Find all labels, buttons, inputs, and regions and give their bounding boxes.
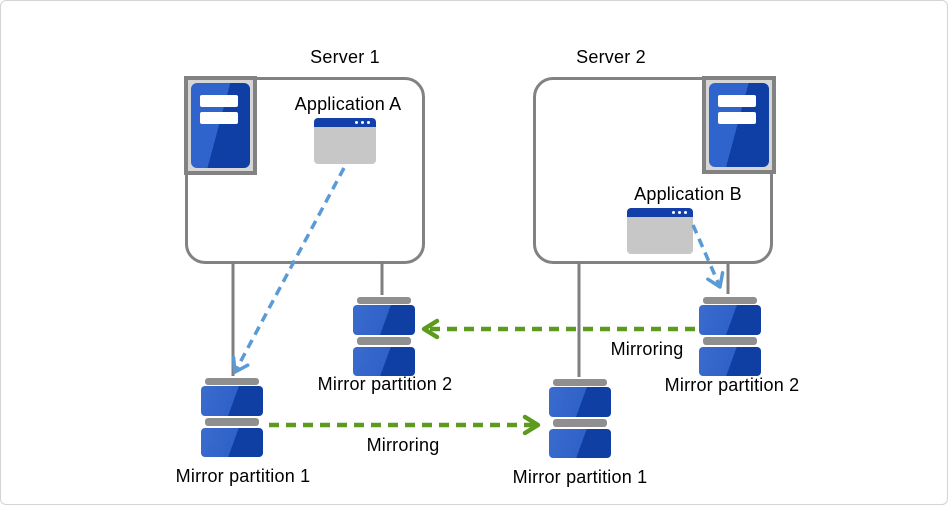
disk-stack-icon-mp1-server1 bbox=[201, 378, 263, 457]
app-window-body bbox=[314, 127, 376, 164]
server-tower-slot bbox=[718, 95, 756, 107]
server-tower-icon bbox=[702, 76, 776, 174]
server-tower-icon bbox=[184, 76, 257, 175]
app-window-icon bbox=[627, 208, 693, 254]
mirror-partition1-server2-label: Mirror partition 1 bbox=[512, 467, 648, 487]
app-window-icon bbox=[314, 118, 376, 164]
server-tower-slot bbox=[200, 112, 238, 124]
app-window-dots bbox=[672, 211, 687, 214]
application-b-label: Application B bbox=[634, 184, 742, 204]
mirror-partition2-server1-label: Mirror partition 2 bbox=[317, 374, 453, 394]
server1-label: Server 1 bbox=[310, 47, 380, 67]
server-tower-body bbox=[709, 83, 769, 167]
app-window-body bbox=[627, 217, 693, 254]
disk-stack-icon-mp2-server1 bbox=[353, 297, 415, 376]
app-window-titlebar bbox=[627, 208, 693, 217]
app-window-dots bbox=[355, 121, 370, 124]
server-tower-body bbox=[191, 83, 250, 168]
server2-label: Server 2 bbox=[576, 47, 646, 67]
server-tower-slot bbox=[200, 95, 238, 107]
mirror-partition2-server2-label: Mirror partition 2 bbox=[664, 375, 800, 395]
mirroring-label-top: Mirroring bbox=[610, 339, 684, 359]
server-tower-slot bbox=[718, 112, 756, 124]
mirroring-label-bottom: Mirroring bbox=[366, 435, 440, 455]
disk-stack-icon-mp2-server2 bbox=[699, 297, 761, 376]
app-window-titlebar bbox=[314, 118, 376, 127]
mirror-partition1-server1-label: Mirror partition 1 bbox=[175, 466, 311, 486]
disk-stack-icon-mp1-server2 bbox=[549, 379, 611, 458]
application-a-label: Application A bbox=[294, 94, 402, 114]
